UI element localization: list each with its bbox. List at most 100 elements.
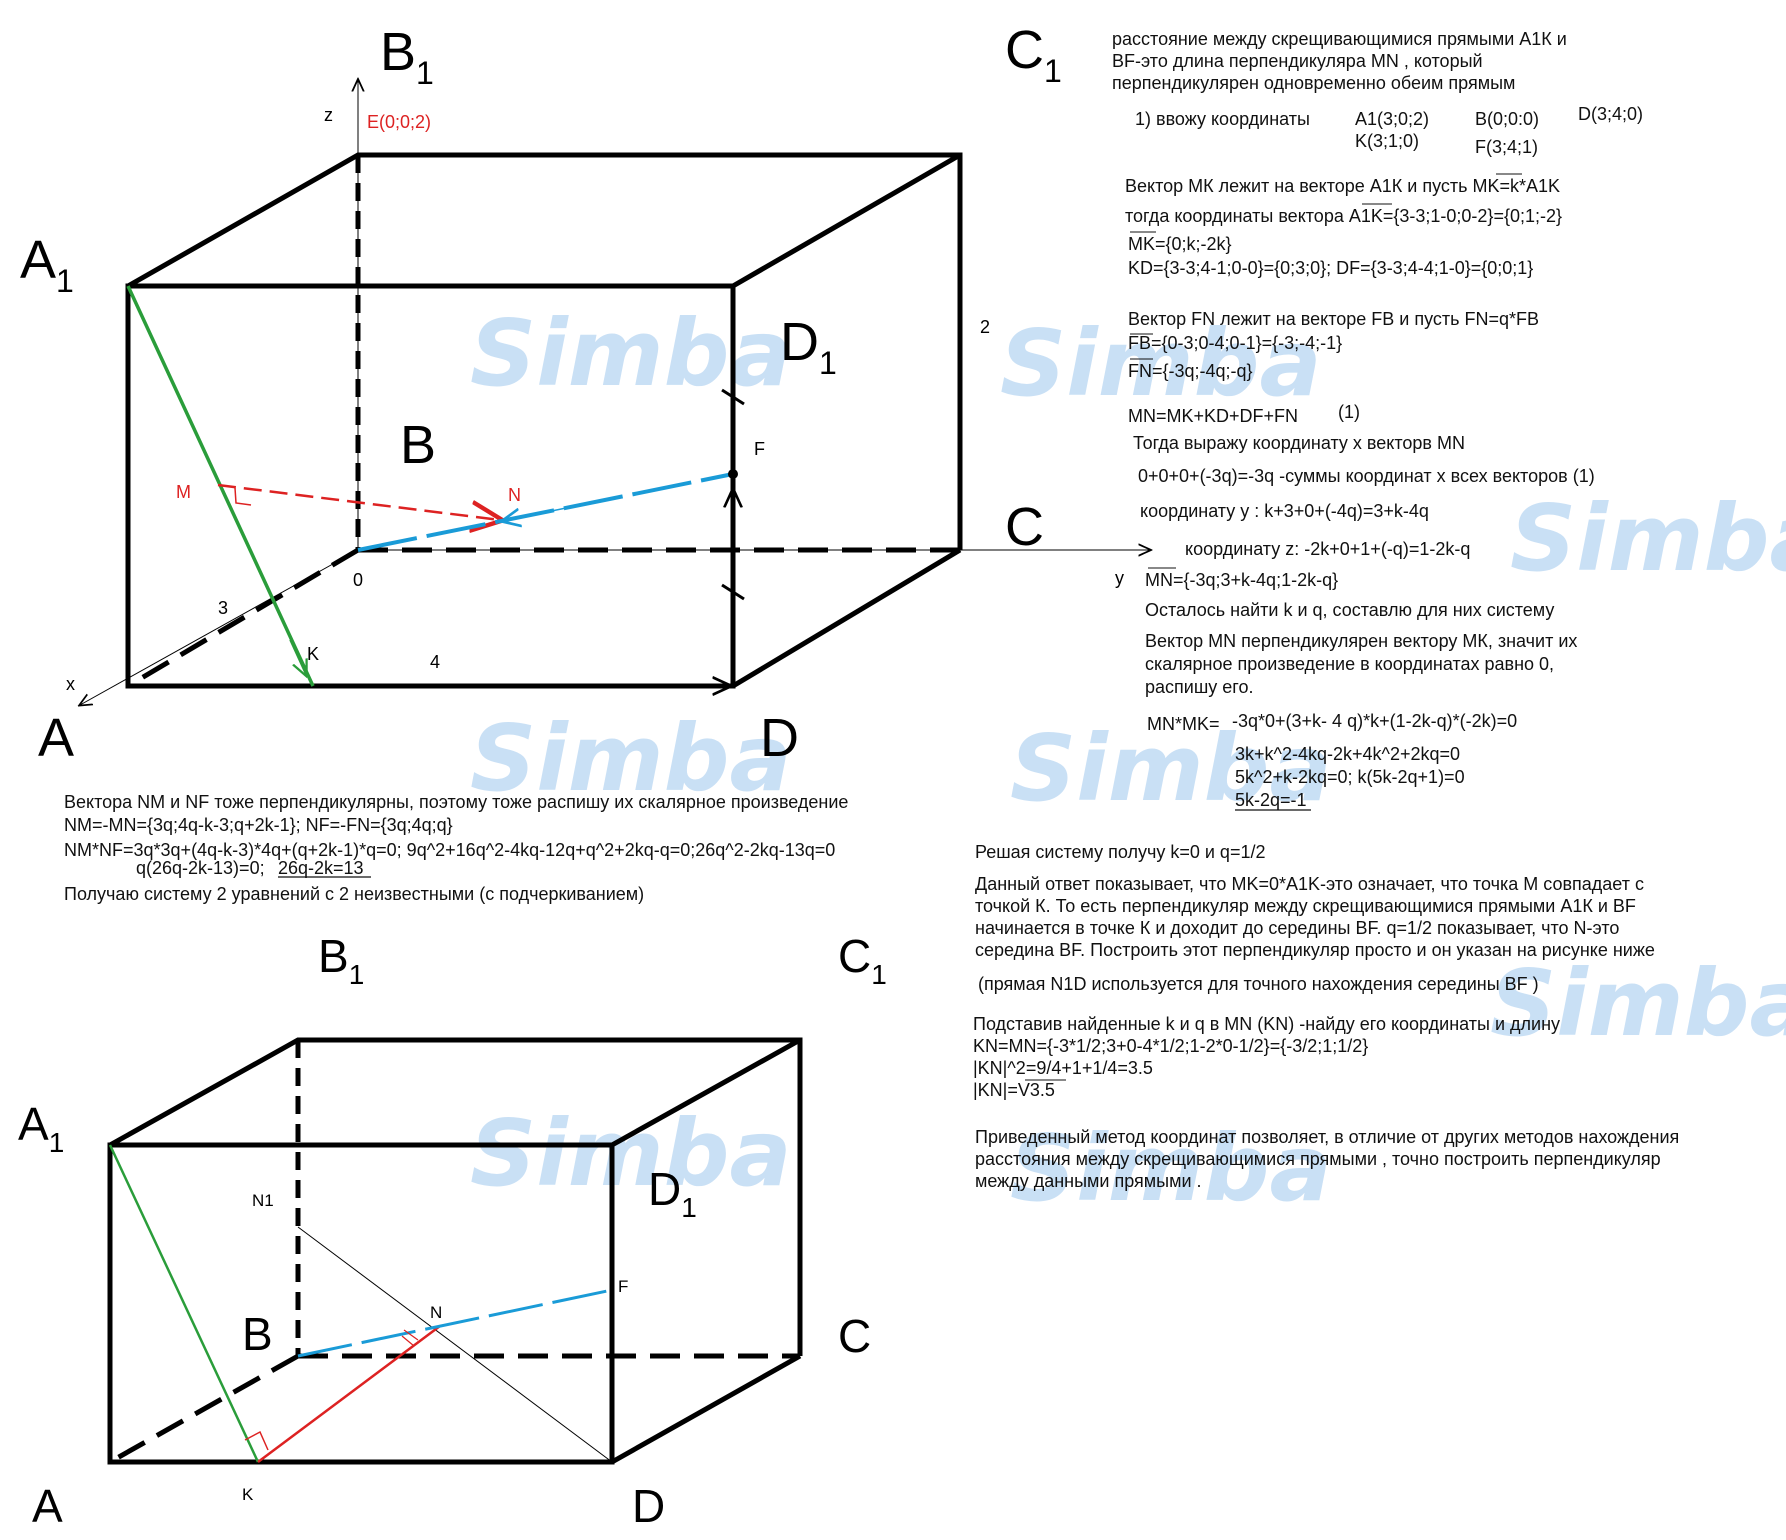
solution-line: Подставив найденные k и q в MN (KN) -най… (973, 1014, 1560, 1034)
dim-height: 2 (980, 317, 990, 337)
segment-KN (257, 1324, 441, 1464)
solution-line: (прямая N1D используется для точного нах… (978, 974, 1539, 994)
coord-A1: A1(3;0;2) (1355, 109, 1429, 129)
nm-nf-line: Вектора NM и NF тоже перпендикулярны, по… (64, 792, 848, 812)
figure-bottom: B1 C1 A1 D1 B C A D N1 N F K (18, 930, 887, 1532)
step-coords-title: 1) ввожу координаты (1135, 109, 1310, 129)
line-A1K (108, 1144, 260, 1463)
label-M: M (176, 482, 191, 502)
label-z-axis: z (324, 105, 333, 125)
right-angle-mark (244, 1430, 269, 1451)
vertex-A1: A1 (20, 230, 74, 299)
edge-D1C1 (731, 152, 962, 289)
label-x-axis: x (66, 674, 75, 694)
dot-line-key: 5k-2q=-1 (1235, 790, 1307, 810)
right-angle-mark (234, 487, 252, 506)
coord-F: F(3;4;1) (1475, 137, 1538, 157)
nm-nf-line: Получаю систему 2 уравнений с 2 неизвест… (64, 884, 644, 904)
solution-line: точкой К. То есть перпендикуляр между ск… (975, 896, 1636, 916)
watermark: Simba (1010, 715, 1332, 822)
watermarks: Simba Simba Simba Simba Simba Simba Simb… (470, 300, 1786, 1222)
vertex-C: C (838, 1310, 871, 1362)
solution-line: |KN|^2=9/4+1+1/4=3.5 (973, 1058, 1153, 1078)
label-y-axis: y (1115, 568, 1124, 588)
figure-top: B1 C1 A1 D1 B C A D E(0;0;2) M N F K 0 x… (20, 20, 1150, 768)
nm-nf-line: NM=-MN={3q;4q-k-3;q+2k-1}; NF=-FN={3q;4q… (64, 815, 453, 835)
solution-line: середина BF. Построить этот перпендикуля… (975, 940, 1655, 960)
front-face (125, 283, 736, 689)
intro-line: BF-это длина перпендикуляра MN , который (1112, 51, 1483, 71)
solution-line: Решая систему получу k=0 и q=1/2 (975, 842, 1265, 862)
watermark: Simba (1010, 1115, 1332, 1222)
label-N: N (508, 485, 521, 505)
solution-line: |KN|=V3.5 (973, 1080, 1055, 1100)
vector-sum: MN=MK+KD+DF+FN (1128, 406, 1298, 426)
coord-D: D(3;4;0) (1578, 104, 1643, 124)
vertex-C1: C1 (1005, 20, 1062, 89)
vertex-D1: D1 (648, 1163, 697, 1223)
label-N1: N1 (252, 1191, 274, 1210)
vertex-A: A (38, 708, 74, 768)
dim-AB: 3 (218, 598, 228, 618)
vertex-A: A (32, 1480, 63, 1532)
perp-line: распишу его. (1145, 677, 1253, 697)
solution-line: начинается в точке К и доходит до середи… (975, 918, 1619, 938)
watermark: Simba (470, 300, 792, 407)
solution-line: расстояния между скрещивающимися прямыми… (975, 1149, 1661, 1169)
solution-line: Приведенный метод координат позволяет, в… (975, 1127, 1679, 1147)
nm-nf-line: q(26q-2k-13)=0; (136, 858, 265, 878)
solution-line: между данными прямыми . (975, 1171, 1202, 1191)
front-face (107, 1142, 615, 1465)
explanation-left: Вектора NM и NF тоже перпендикулярны, по… (64, 792, 848, 904)
perp-line: скалярное произведение в координатах рав… (1145, 654, 1554, 674)
nm-nf-line-key: 26q-2k=13 (278, 858, 364, 878)
vertex-B1: B1 (380, 22, 434, 91)
right-angle-mark (401, 1329, 419, 1347)
fn-line: Вектор FN лежит на векторе FB и пусть FN… (1128, 309, 1539, 329)
coord-y: координату у : k+3+0+(-4q)=3+k-4q (1140, 501, 1429, 521)
nm-nf-line: NM*NF=3q*3q+(4q-k-3)*4q+(q+2k-1)*q=0; 9q… (64, 840, 835, 860)
label-F: F (618, 1277, 628, 1296)
dot-line: 3k+k^2-4kq-2k+4k^2+2kq=0 (1235, 744, 1460, 764)
edge-AB (108, 1353, 300, 1465)
point-F (728, 469, 738, 479)
remain-text: Осталось найти k и q, составлю для них с… (1145, 600, 1554, 620)
vertex-D1: D1 (780, 312, 837, 381)
solution-line: KN=MN={-3*1/2;3+0-4*1/2;1-2*0-1/2}={-3/2… (973, 1036, 1368, 1056)
segment-MN (217, 483, 500, 520)
label-E: E(0;0;2) (367, 112, 431, 132)
vertex-C1: C1 (838, 930, 887, 990)
tick-mark (721, 583, 745, 601)
edges-top-back (126, 152, 963, 550)
mk-arrow (289, 639, 306, 675)
edge-DC (731, 547, 962, 689)
intro-line: перпендикулярен одновременно обеим прямы… (1112, 73, 1515, 93)
dim-AD: 4 (430, 652, 440, 672)
vertex-D: D (632, 1480, 665, 1532)
line-BF (297, 1288, 613, 1358)
label-N: N (430, 1303, 442, 1322)
vector-sum-number: (1) (1338, 402, 1360, 422)
solution-text: Решая систему получу k=0 и q=1/2 Данный … (973, 842, 1679, 1191)
explanation-right: расстояние между скрещивающимися прямыми… (1112, 29, 1643, 811)
watermark: Simba (470, 705, 792, 812)
mn-vector: MN={-3q;3+k-4q;1-2k-q} (1145, 570, 1338, 590)
watermark: Simba (1490, 950, 1786, 1057)
solution-line: Данный ответ показывает, что MK=0*A1K-эт… (975, 874, 1644, 894)
dot-label: MN*MK= (1147, 714, 1220, 734)
label-K: K (242, 1485, 254, 1504)
perp-line: Вектор MN перпендикулярен вектору МК, зн… (1145, 631, 1577, 651)
watermark: Simba (1510, 485, 1786, 592)
vertex-B: B (242, 1308, 273, 1360)
vertex-B: B (400, 415, 436, 475)
mk-line: MK={0;k;-2k} (1128, 234, 1232, 254)
label-F: F (754, 439, 765, 459)
coord-x: 0+0+0+(-3q)=-3q -суммы координат х всех … (1138, 466, 1595, 486)
label-origin: 0 (353, 570, 363, 590)
watermark: Simba (470, 1100, 792, 1207)
coord-B: B(0;0:0) (1475, 109, 1539, 129)
edge-D1C1 (610, 1037, 802, 1148)
coord-x-title: Тогда выражу координату х векторв MN (1133, 433, 1465, 453)
label-K: K (307, 644, 319, 664)
